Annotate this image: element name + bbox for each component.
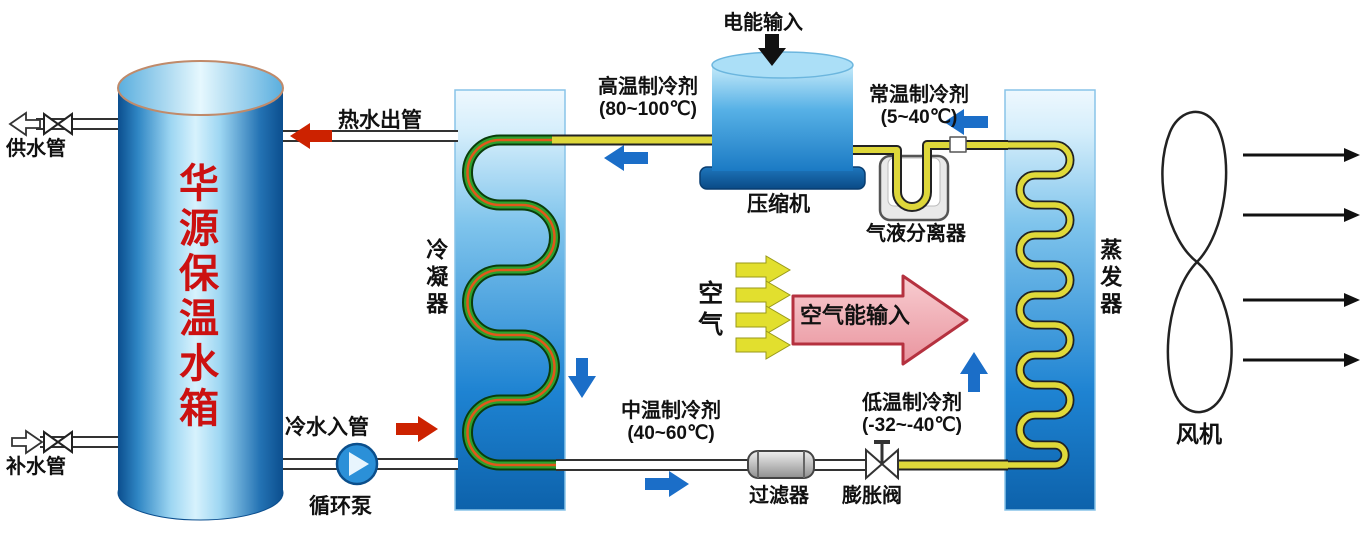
separator-label: 气液分离器 [866, 223, 966, 245]
air-energy-arrow [791, 274, 969, 366]
fan-blade-icon [1161, 110, 1233, 414]
fan-label: 风机 [1176, 421, 1222, 447]
fan-output-arrows [1243, 148, 1360, 367]
refrigerant-pipes [552, 134, 1008, 471]
air-energy-label: 空气能输入 [800, 303, 911, 328]
electric-input-label: 电能输入 [723, 12, 803, 34]
water-tank [117, 60, 284, 521]
refill-in-arrow-icon [11, 429, 44, 455]
condenser-label: 冷凝器 [423, 238, 449, 319]
air-flow-arrows [735, 255, 791, 360]
cold-water-flow-arrow-icon [396, 416, 438, 442]
evaporator-up-flow-arrow-icon [960, 352, 988, 392]
cold-water-in-label: 冷水入管 [285, 416, 369, 439]
filter-label: 过滤器 [749, 485, 809, 507]
normal-temp-refrigerant-label: 常温制冷剂 (5~40℃) [856, 84, 982, 129]
high-temp-range: (80~100℃) [599, 99, 697, 120]
low-temp-name: 低温制冷剂 [862, 392, 962, 414]
electric-input-arrow-icon [758, 34, 786, 66]
tank-label: 华源保温水箱 [173, 162, 217, 432]
high-temp-flow-arrow-icon [604, 145, 648, 171]
high-temp-refrigerant-label: 高温制冷剂 (80~100℃) [582, 76, 714, 121]
medium-temp-flow-arrow-icon [645, 471, 689, 497]
circulation-pump [335, 442, 379, 486]
low-temp-range: (-32~-40℃) [861, 415, 962, 436]
expansion-valve-body [865, 440, 899, 481]
air-arrow-icon [735, 330, 791, 360]
supply-out-arrow-icon [8, 111, 41, 137]
hot-water-out-label: 热水出管 [338, 109, 422, 132]
evaporator-label: 蒸发器 [1097, 238, 1123, 319]
compressor-label: 压缩机 [747, 193, 810, 216]
sight-glass [949, 136, 967, 153]
air-arrow-icon [735, 305, 791, 335]
refill-pipe-label: 补水管 [6, 456, 66, 478]
medium-temp-refrigerant-label: 中温制冷剂 (40~60℃) [602, 400, 740, 445]
supply-valve [43, 112, 73, 136]
suction-flow-arrow-icon [944, 109, 988, 135]
refill-valve [43, 430, 73, 454]
air-arrow-icon [735, 280, 791, 310]
normal-temp-name: 常温制冷剂 [869, 84, 969, 106]
air-arrow-icon [735, 255, 791, 285]
water-pipes [36, 118, 872, 471]
filter-body [747, 450, 815, 479]
air-label: 空气 [694, 280, 723, 342]
medium-temp-range: (40~60℃) [627, 423, 715, 444]
hot-water-flow-arrow-icon [290, 123, 332, 149]
high-temp-name: 高温制冷剂 [598, 76, 698, 98]
condenser-down-flow-arrow-icon [568, 358, 596, 398]
normal-temp-range: (5~40℃) [880, 107, 958, 128]
low-temp-refrigerant-label: 低温制冷剂 (-32~-40℃) [836, 392, 988, 437]
medium-temp-name: 中温制冷剂 [621, 400, 721, 422]
pump-label: 循环泵 [309, 495, 372, 518]
expansion-valve-label: 膨胀阀 [842, 485, 902, 507]
supply-pipe-label: 供水管 [6, 138, 66, 160]
compressor-body [699, 51, 866, 190]
